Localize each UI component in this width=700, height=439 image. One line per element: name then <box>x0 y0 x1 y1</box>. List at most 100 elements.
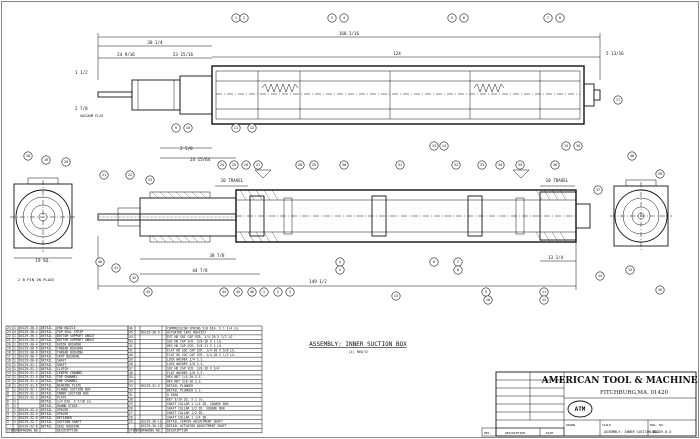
callout-number: 40 <box>98 260 102 264</box>
bom-cell: CLUTCH <box>57 367 68 371</box>
callout-bubble <box>625 265 635 275</box>
callout-bubble <box>539 295 549 305</box>
bom-cell: 1 <box>14 383 16 387</box>
bom-cell: PLATE <box>57 396 66 400</box>
callout-number: 32 <box>454 163 458 167</box>
title-scale-label: SCALE <box>602 423 611 427</box>
callout-bubble <box>627 151 637 161</box>
callout-number: 6 <box>463 16 465 20</box>
bom-cell: DETAIL <box>41 400 52 404</box>
dim-right-1: 5 13/16 <box>606 51 624 56</box>
bom-cell: DETAIL <box>41 338 52 342</box>
callout-bubble <box>339 13 349 23</box>
callout-number: 9 <box>485 290 487 294</box>
bom-cell: 1 <box>14 396 16 400</box>
bom-cell: 1 <box>14 412 16 416</box>
bom-cell: DETAIL <box>41 379 52 383</box>
bom-cell: DSC29-31-5 <box>19 379 38 383</box>
dim-top-overall: 168 1/16 <box>339 31 360 36</box>
callout-number: 8 <box>559 16 561 20</box>
callout-number: 5 <box>339 268 341 272</box>
callout-bubble <box>327 13 337 23</box>
callout-bubble <box>339 160 349 170</box>
bom-cell: 1 <box>14 338 16 342</box>
bom-cell: SHAFT <box>57 363 66 367</box>
bom-cell: 1 <box>14 334 16 338</box>
bom-cell: 14 <box>7 367 11 371</box>
bom-cell: DETAIL <box>41 420 52 424</box>
bom-cell: DSC29-32-2 <box>19 392 38 396</box>
label-pin: 2 B PIN IN PLACE <box>18 277 55 282</box>
callout-number: 7 <box>547 16 549 20</box>
bom-cell: 1 <box>14 416 16 420</box>
callout-number: 29 <box>312 163 316 167</box>
bom-cell: DETAIL ACTUATOR ADJUSTMENT SHAFT <box>167 424 227 428</box>
callout-bubble <box>241 160 251 170</box>
dim-end-view: 19 SQ. <box>35 258 50 263</box>
bom-cell: 1 <box>14 392 16 396</box>
bom-cell: DETAIL <box>41 387 52 391</box>
callout-bubble <box>125 170 135 180</box>
callout-bubble <box>229 160 239 170</box>
bom-cell: DETAIL <box>41 396 52 400</box>
bom-cell: DETAIL <box>41 371 52 375</box>
bom-cell: 13 <box>7 371 11 375</box>
bom-cell: DETAIL <box>41 326 52 330</box>
callout-number: 10 <box>486 298 490 302</box>
bom-cell: 46 <box>129 326 133 330</box>
callout-number: 2 <box>243 16 245 20</box>
bom-header-cell: DRAWING NO. <box>141 429 162 433</box>
callout-number: 1 <box>235 16 237 20</box>
callout-bubble <box>429 257 439 267</box>
callout-bubble <box>61 157 71 167</box>
label-vacuum-flat: VACUUM FLAT <box>80 114 105 118</box>
bom-cell: DETAIL <box>41 330 52 334</box>
bom-cell: 34 <box>129 380 133 384</box>
callout-bubble <box>439 141 449 151</box>
title-drawn-label: DRAWN <box>566 423 575 427</box>
bom-cell: DSC29-32-7 <box>19 420 38 424</box>
callout-number: 28 <box>298 163 302 167</box>
bom-cell: SUCTION SHAFT <box>57 420 81 424</box>
bom-cell: DETAIL <box>41 404 52 408</box>
dim-travel-2: 10 TRAVEL <box>546 178 569 183</box>
bom-cell: DSC29-31-6 <box>19 383 38 387</box>
callout-number: 19 <box>44 158 48 162</box>
callout-bubble <box>247 123 257 133</box>
bom-header-cell: QTY <box>14 428 20 432</box>
bom-cell: DSC29-32-4 <box>19 408 38 412</box>
bom-cell: FLANGE SUCTION BOX <box>57 387 91 391</box>
bom-cell: 2 <box>7 416 9 420</box>
bom-cell: 1 <box>14 342 16 346</box>
bom-cell: GUIDE BUSHING <box>57 342 81 346</box>
callout-number: 38 <box>630 154 634 158</box>
callout-bubble <box>395 160 405 170</box>
bom-cell: 44 <box>129 335 133 339</box>
bom-cell: 17 <box>7 355 11 359</box>
callout-bubble <box>561 141 571 151</box>
bom-cell: 16 <box>7 359 11 363</box>
bom-cell: DETAIL <box>41 383 52 387</box>
bom-cell: DSC29-31-4 <box>19 375 38 379</box>
bom-cell: DETAIL <box>41 375 52 379</box>
callout-bubble <box>217 160 227 170</box>
bom-cell: SEAL HOUSING <box>57 424 79 428</box>
bom-cell: 45 <box>129 331 133 335</box>
bom-cell: DETAIL <box>41 392 52 396</box>
callout-bubble <box>171 123 181 133</box>
dim-left-2: 24 9/16 <box>117 52 135 57</box>
bom-cell: ACTUATOR CAPS #041557 <box>167 331 206 335</box>
bom-cell: THREAD BUSHING <box>57 351 83 355</box>
bom-cell: DETAIL <box>41 424 52 428</box>
bom-cell: DETAIL <box>41 412 52 416</box>
callout-number: 16 <box>658 288 662 292</box>
callout-number: 42 <box>132 276 136 280</box>
dim-right-2: 13 1/4 <box>548 255 564 260</box>
callout-bubble <box>259 287 269 297</box>
callout-bubble <box>309 160 319 170</box>
bom-cell: SHAFT <box>57 359 66 363</box>
bom-cell: SHAFT COLLAR 1/2 ID. <box>167 411 204 415</box>
callout-bubble <box>459 13 469 23</box>
bom-cell: 39 <box>129 357 133 361</box>
